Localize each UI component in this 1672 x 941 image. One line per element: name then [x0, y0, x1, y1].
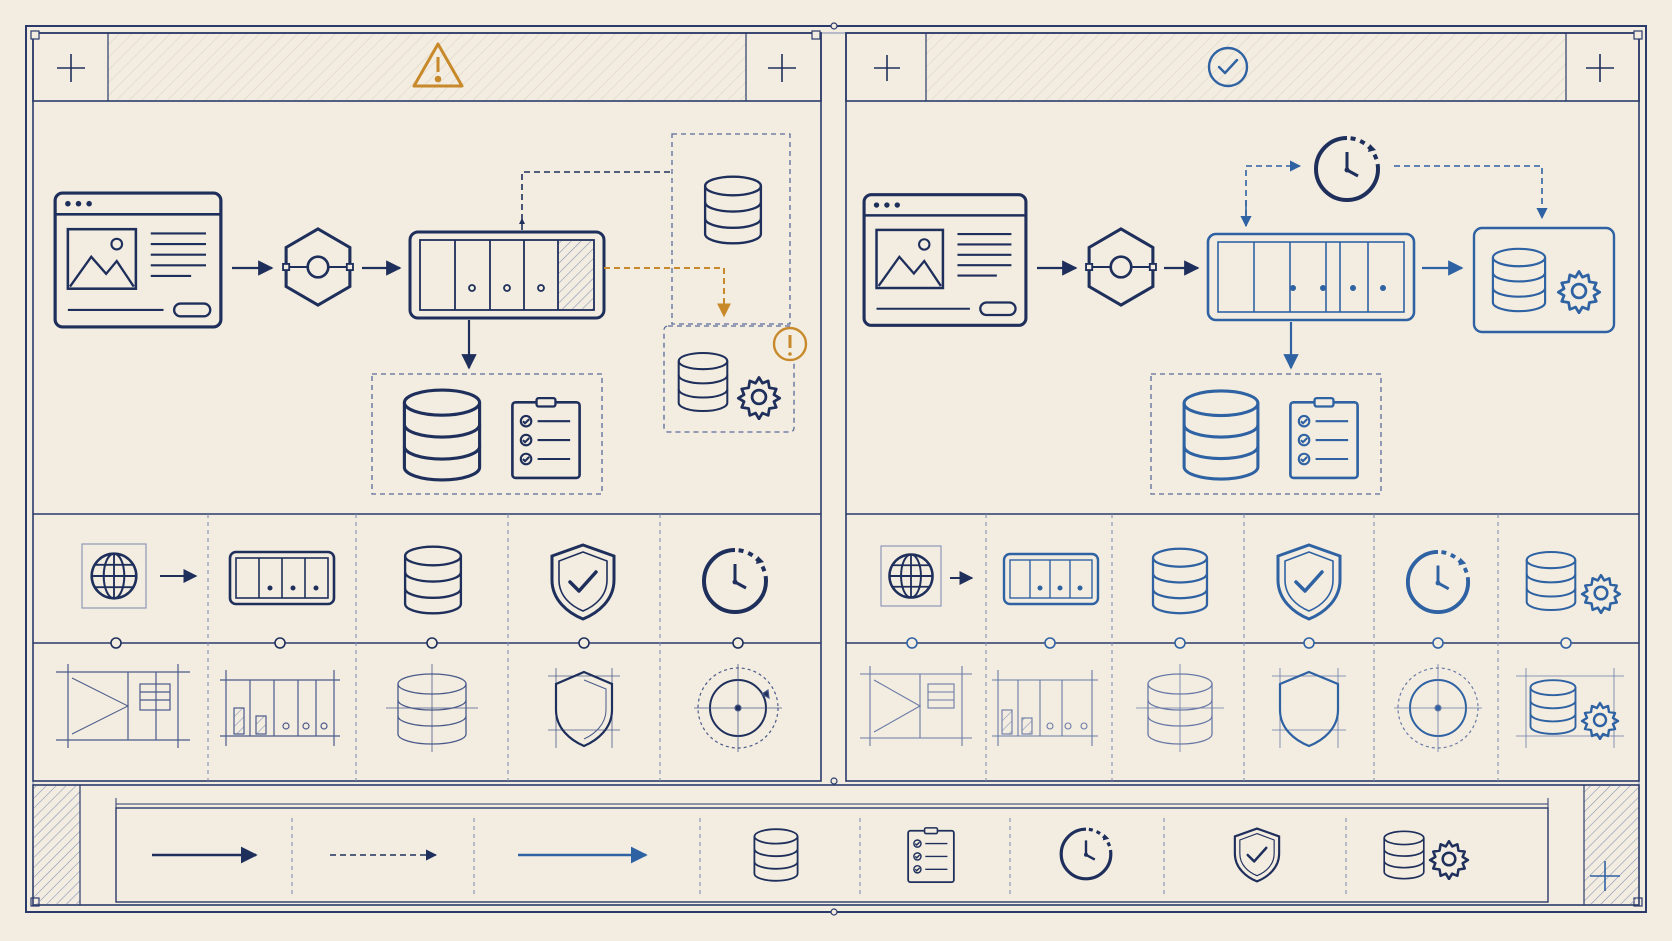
database-gear-icon [1472, 226, 1616, 334]
legend-hatch-right [1584, 786, 1638, 904]
crosshair-icon [57, 54, 85, 82]
wireframe-shield-icon [548, 668, 620, 748]
warning-icon [412, 42, 464, 88]
header-hatch [108, 34, 746, 100]
stage-timeline [906, 637, 1572, 649]
panel-right-header [845, 32, 1640, 102]
queue-icon [408, 230, 606, 320]
crosshair-icon [1586, 54, 1614, 82]
dashed-group-box [671, 133, 791, 325]
warning-badge-icon [772, 326, 808, 362]
wireframe-clock-icon [1394, 664, 1482, 752]
stage-timeline [110, 637, 744, 649]
wireframe-queue-icon [992, 670, 1098, 746]
crosshair-icon [1590, 861, 1620, 891]
storage-group-box [371, 373, 603, 495]
crosshair-icon [874, 55, 900, 81]
panel-left [32, 32, 822, 782]
wireframe-layout-icon [860, 666, 972, 746]
warning-connector [604, 267, 731, 318]
globe-icon [880, 545, 942, 607]
check-circle-icon [1207, 46, 1249, 88]
crosshair-icon [768, 54, 796, 82]
warning-group-box [663, 325, 795, 433]
queue-icon [1002, 552, 1100, 606]
queue-icon [228, 550, 336, 606]
legend-dividers [291, 818, 1347, 896]
wireframe-database-icon [386, 664, 478, 752]
panel-left-header [32, 32, 822, 102]
legend-strip [32, 784, 1640, 906]
wireframe-database-icon [1136, 664, 1224, 752]
wireframe-queue-icon [220, 670, 340, 746]
legend-hatch-left [34, 786, 80, 904]
wireframe-clock-icon [694, 664, 782, 752]
globe-icon [81, 543, 147, 609]
wireframe-layout-icon [56, 664, 190, 748]
storage-group-box [1150, 373, 1382, 495]
panel-right [845, 32, 1640, 782]
dashed-connector [1394, 165, 1548, 220]
wireframe-shield-icon [1272, 668, 1346, 748]
queue-icon [1206, 232, 1416, 322]
